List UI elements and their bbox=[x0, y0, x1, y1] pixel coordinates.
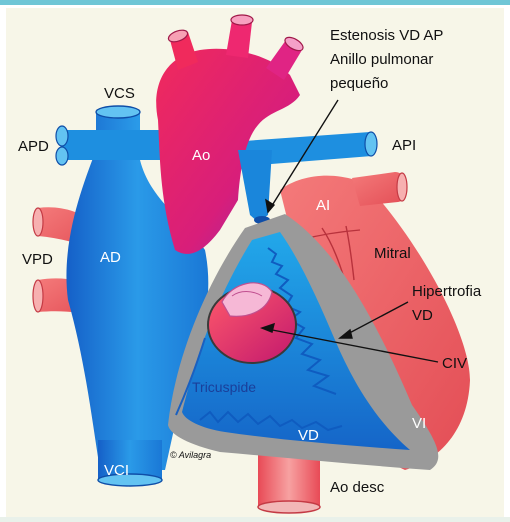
copyright-text: © Avilagra bbox=[170, 450, 211, 460]
label-ad: AD bbox=[100, 249, 121, 266]
label-stenosis-line2: Anillo pulmonar bbox=[330, 51, 433, 68]
label-tricuspid: Tricuspide bbox=[192, 379, 256, 395]
label-vi: VI bbox=[412, 415, 426, 432]
label-ao-desc: Ao desc bbox=[330, 479, 385, 496]
label-api: API bbox=[392, 137, 416, 154]
label-ai: AI bbox=[316, 197, 330, 214]
label-civ: CIV bbox=[442, 355, 467, 372]
label-vpd: VPD bbox=[22, 251, 53, 268]
label-stenosis-line3: pequeño bbox=[330, 75, 388, 92]
label-vcs: VCS bbox=[104, 85, 135, 102]
label-hypertrophy-line2: VD bbox=[412, 307, 433, 324]
bottom-frame-bar bbox=[0, 517, 510, 522]
pulmonary-trunk-stenosis bbox=[238, 150, 272, 224]
label-mitral: Mitral bbox=[374, 245, 411, 262]
label-ao: Ao bbox=[192, 147, 210, 164]
label-vci: VCI bbox=[104, 462, 129, 479]
label-stenosis-line1: Estenosis VD AP bbox=[330, 27, 443, 44]
label-vd: VD bbox=[298, 427, 319, 444]
descending-aorta bbox=[258, 452, 320, 513]
label-hypertrophy-line1: Hipertrofia bbox=[412, 283, 482, 300]
label-apd: APD bbox=[18, 138, 49, 155]
